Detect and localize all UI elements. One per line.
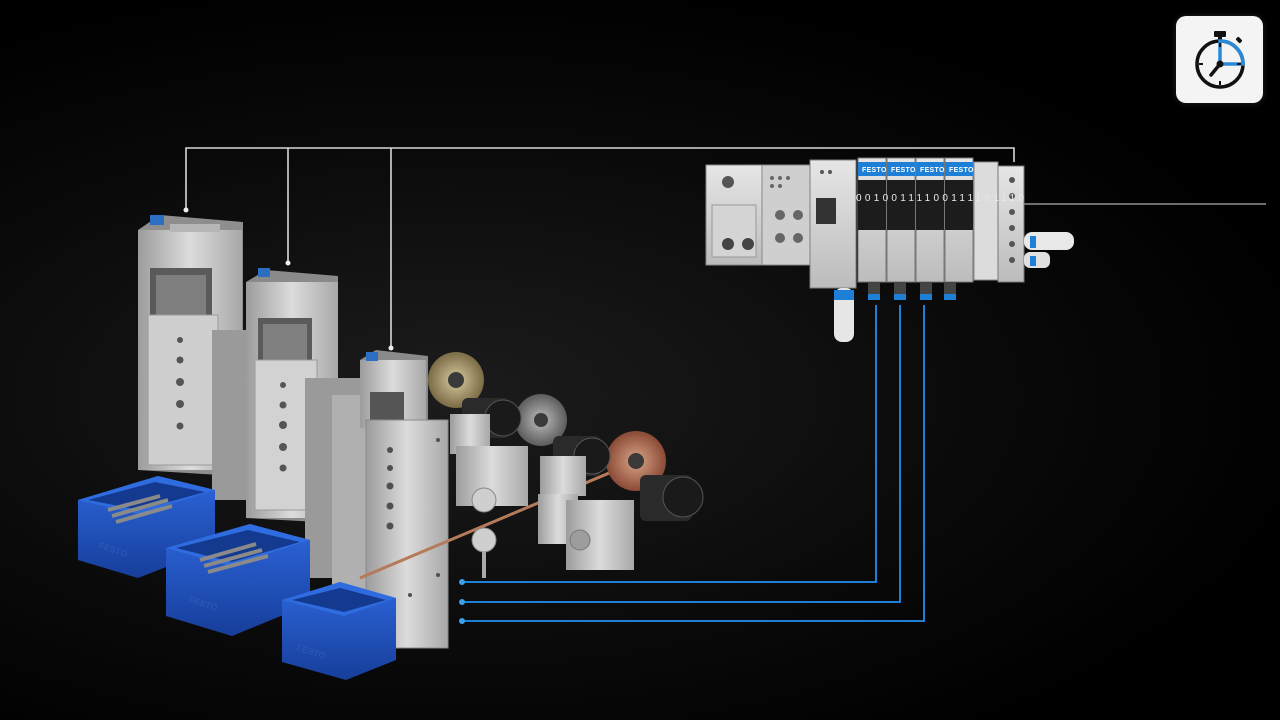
- crate-2: FESTO: [166, 524, 310, 636]
- bus-node: [388, 345, 394, 351]
- bus-lines: [185, 147, 1266, 348]
- press-unit-1: [138, 215, 243, 475]
- timer-button[interactable]: [1176, 16, 1263, 103]
- valve-brand-3: FESTO: [920, 167, 945, 174]
- wire-feeder: [359, 352, 704, 580]
- valve-brand-4: FESTO: [949, 167, 974, 174]
- bus-node: [183, 207, 189, 213]
- valve-brand-1: FESTO: [862, 167, 887, 174]
- press-unit-3: [305, 350, 449, 649]
- valve-terminal: FESTO FESTO FESTO FESTO 0010011110011110…: [705, 157, 1074, 342]
- crate-3: FESTO: [282, 582, 396, 680]
- stopwatch-icon: [1194, 30, 1245, 89]
- bus-node: [285, 260, 291, 266]
- valve-brand-2: FESTO: [891, 167, 916, 174]
- valve-slices: [857, 157, 974, 300]
- signal-lines: [462, 305, 925, 622]
